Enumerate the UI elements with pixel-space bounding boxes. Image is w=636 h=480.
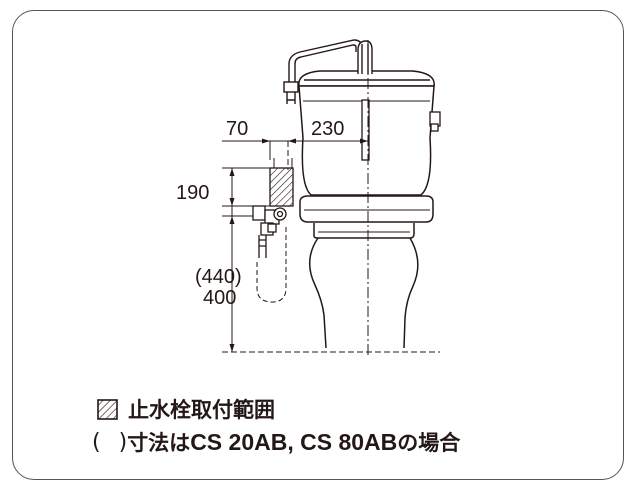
stop-valve-range <box>269 167 294 207</box>
lever <box>429 111 441 132</box>
legend: 止水栓取付範囲 <box>97 396 275 422</box>
note-paren-open: ( <box>92 429 101 455</box>
stop-valve <box>252 205 287 258</box>
supply-curve <box>256 224 287 303</box>
legend-label: 止水栓取付範囲 <box>128 398 275 422</box>
note-prefix: 寸法は <box>127 431 191 455</box>
note-suffix: の場合 <box>397 431 461 455</box>
note-paren-close: ) <box>118 429 128 455</box>
seat <box>299 195 434 239</box>
bowl <box>309 237 419 349</box>
dimension-230: 230 <box>311 118 345 140</box>
dimension-arrows <box>229 138 368 352</box>
dimension-70: 70 <box>226 118 249 140</box>
dimension-400: 400 <box>203 287 237 309</box>
toilet-installation-diagram <box>222 39 441 357</box>
dimension-note: ( ) 寸法は CS 20AB, CS 80AB の場合 <box>92 427 460 457</box>
dimension-440: (440) <box>195 266 242 288</box>
dimension-190: 190 <box>176 182 210 204</box>
inner-pipe <box>361 99 370 161</box>
note-models: CS 20AB, CS 80AB <box>190 428 398 455</box>
hatched-square-icon <box>97 398 118 420</box>
faucet <box>357 40 373 74</box>
